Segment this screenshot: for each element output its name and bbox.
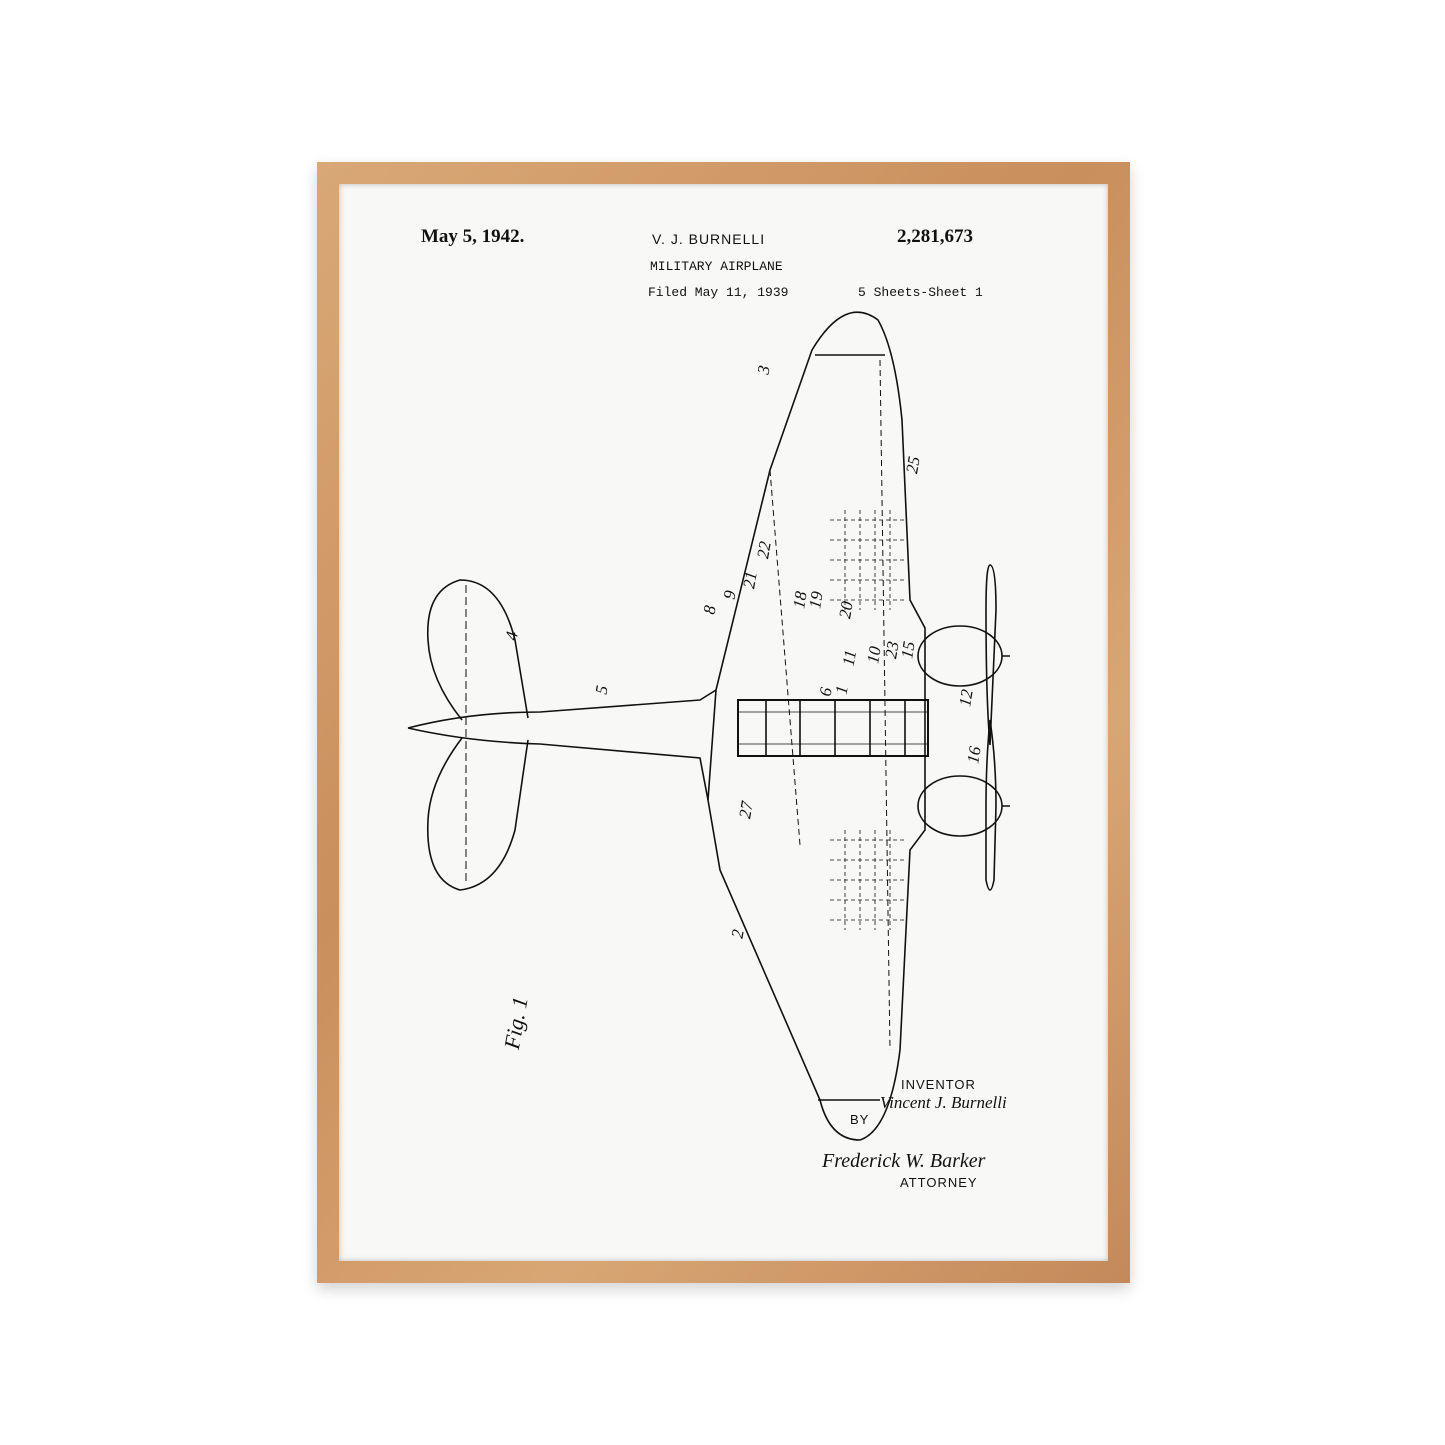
ref-numeral: 11: [838, 648, 861, 668]
filed-date: Filed May 11, 1939: [648, 285, 789, 300]
patent-title: MILITARY AIRPLANE: [650, 259, 783, 274]
attorney-label: ATTORNEY: [900, 1175, 978, 1190]
attorney-signature: Frederick W. Barker: [822, 1150, 986, 1172]
inventor-signature: Vincent J. Burnelli: [880, 1093, 1007, 1112]
by-label: BY: [850, 1112, 870, 1127]
patent-date: May 5, 1942.: [421, 226, 525, 247]
ref-numeral: 15: [897, 639, 919, 660]
ref-numeral: 20: [835, 599, 857, 620]
ref-numeral: 12: [955, 687, 977, 708]
inventor-label: INVENTOR: [901, 1077, 976, 1092]
ref-numeral: 18: [789, 589, 811, 610]
picture-frame: [317, 162, 1130, 1283]
sheet-count: 5 Sheets-Sheet 1: [858, 285, 983, 300]
ref-numeral: 22: [753, 539, 775, 560]
ref-numeral: 21: [739, 569, 761, 590]
inventor-name: V. J. BURNELLI: [652, 231, 766, 247]
ref-numeral: 27: [735, 799, 757, 820]
ref-numeral: 16: [963, 744, 985, 765]
patent-print: [339, 184, 1108, 1261]
ref-numeral: 25: [902, 454, 924, 475]
patent-number: 2,281,673: [897, 226, 973, 247]
